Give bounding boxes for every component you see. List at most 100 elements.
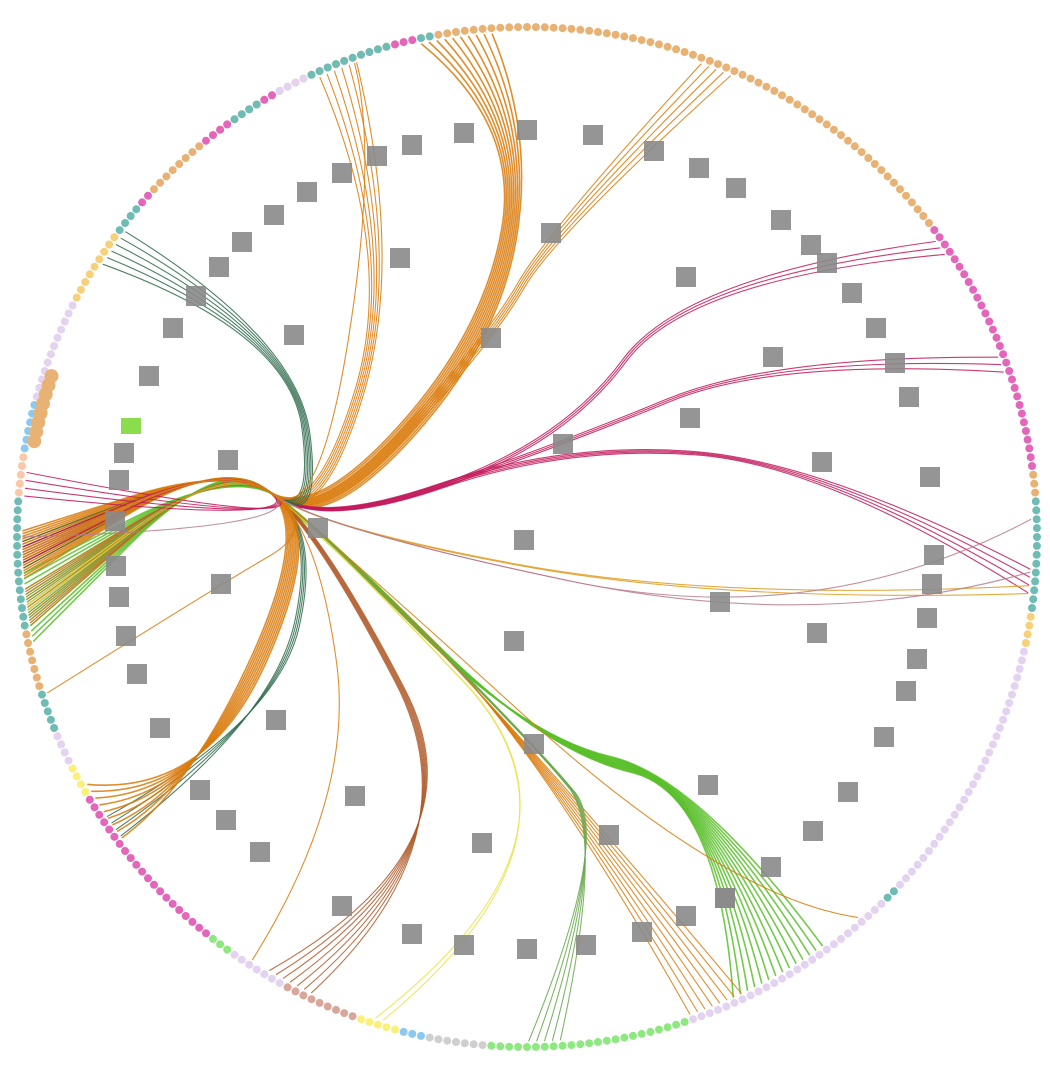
leaf-node[interactable]	[896, 880, 904, 889]
leaf-node[interactable]	[1013, 673, 1022, 682]
leaf-node[interactable]	[877, 899, 886, 908]
leaf-node[interactable]	[291, 987, 300, 996]
leaf-node[interactable]	[770, 86, 779, 95]
internal-node[interactable]	[472, 833, 492, 853]
leaf-node[interactable]	[877, 166, 886, 175]
leaf-node[interactable]	[121, 847, 130, 855]
internal-node[interactable]	[105, 511, 125, 531]
leaf-node[interactable]	[13, 541, 22, 550]
leaf-node[interactable]	[115, 839, 124, 848]
internal-node[interactable]	[553, 434, 573, 454]
leaf-node[interactable]	[85, 795, 94, 804]
internal-node[interactable]	[803, 821, 823, 841]
leaf-node[interactable]	[237, 110, 246, 119]
internal-node[interactable]	[454, 123, 474, 143]
internal-node[interactable]	[676, 267, 696, 287]
internal-node[interactable]	[710, 592, 730, 612]
leaf-node[interactable]	[950, 810, 959, 819]
leaf-node[interactable]	[945, 818, 954, 827]
leaf-node[interactable]	[13, 524, 22, 533]
internal-node[interactable]	[517, 120, 537, 140]
leaf-node[interactable]	[209, 131, 217, 140]
leaf-node[interactable]	[181, 912, 190, 920]
leaf-node[interactable]	[90, 803, 99, 812]
leaf-node[interactable]	[697, 1012, 706, 1021]
leaf-node[interactable]	[985, 748, 994, 757]
leaf-node[interactable]	[195, 142, 204, 151]
leaf-node[interactable]	[13, 506, 22, 515]
internal-node[interactable]	[726, 178, 746, 198]
leaf-node[interactable]	[1010, 682, 1019, 691]
leaf-node[interactable]	[738, 70, 747, 79]
leaf-node[interactable]	[730, 67, 739, 76]
leaf-node[interactable]	[680, 1018, 689, 1026]
leaf-node[interactable]	[417, 34, 425, 43]
leaf-node[interactable]	[844, 136, 852, 145]
leaf-node[interactable]	[452, 1038, 460, 1046]
leaf-node[interactable]	[14, 568, 23, 577]
leaf-node[interactable]	[594, 28, 602, 36]
internal-node[interactable]	[763, 347, 783, 367]
leaf-node[interactable]	[175, 160, 184, 168]
leaf-node[interactable]	[850, 142, 859, 151]
leaf-node[interactable]	[19, 453, 28, 462]
leaf-node[interactable]	[283, 983, 292, 992]
internal-node[interactable]	[390, 248, 410, 268]
leaf-node[interactable]	[1028, 604, 1036, 612]
internal-node[interactable]	[899, 387, 919, 407]
leaf-node[interactable]	[558, 24, 567, 33]
internal-node[interactable]	[907, 649, 927, 669]
leaf-node[interactable]	[105, 240, 114, 249]
leaf-node[interactable]	[434, 30, 443, 39]
leaf-node[interactable]	[800, 960, 809, 969]
leaf-node[interactable]	[1010, 383, 1019, 392]
leaf-node[interactable]	[964, 278, 973, 286]
leaf-node[interactable]	[216, 125, 225, 134]
internal-node[interactable]	[576, 935, 596, 955]
internal-node[interactable]	[332, 896, 352, 916]
leaf-node[interactable]	[1032, 550, 1041, 559]
leaf-node[interactable]	[72, 772, 81, 781]
leaf-node[interactable]	[237, 955, 246, 964]
internal-node[interactable]	[116, 626, 136, 646]
leaf-node[interactable]	[72, 293, 81, 302]
leaf-node[interactable]	[637, 1029, 646, 1038]
leaf-node[interactable]	[935, 233, 944, 242]
internal-node[interactable]	[874, 727, 894, 747]
internal-node[interactable]	[150, 718, 170, 738]
leaf-node[interactable]	[20, 621, 29, 630]
leaf-node[interactable]	[18, 604, 26, 612]
leaf-node[interactable]	[785, 95, 794, 104]
internal-node[interactable]	[524, 734, 544, 754]
internal-node[interactable]	[842, 283, 862, 303]
leaf-node[interactable]	[864, 912, 873, 920]
leaf-node[interactable]	[260, 95, 269, 104]
internal-node[interactable]	[367, 146, 387, 166]
leaf-node[interactable]	[365, 1018, 374, 1026]
leaf-node[interactable]	[496, 1042, 505, 1051]
leaf-node[interactable]	[655, 40, 663, 49]
leaf-node[interactable]	[22, 630, 31, 639]
leaf-node[interactable]	[150, 880, 158, 889]
leaf-node[interactable]	[202, 136, 210, 145]
internal-node[interactable]	[698, 775, 718, 795]
leaf-node[interactable]	[57, 325, 66, 334]
internal-node[interactable]	[771, 210, 791, 230]
internal-node[interactable]	[761, 857, 781, 877]
leaf-node[interactable]	[469, 25, 478, 34]
leaf-node[interactable]	[162, 172, 171, 181]
leaf-node[interactable]	[705, 1009, 714, 1018]
leaf-node[interactable]	[540, 23, 549, 32]
leaf-node[interactable]	[973, 772, 982, 781]
leaf-node[interactable]	[778, 974, 786, 983]
leaf-node[interactable]	[960, 795, 969, 804]
leaf-node[interactable]	[514, 1042, 523, 1051]
leaf-node[interactable]	[523, 23, 531, 31]
leaf-node[interactable]	[1031, 568, 1040, 577]
leaf-node[interactable]	[940, 240, 949, 249]
leaf-node[interactable]	[299, 991, 308, 1000]
leaf-node[interactable]	[629, 1031, 637, 1040]
internal-node[interactable]	[266, 710, 286, 730]
leaf-node[interactable]	[156, 178, 165, 187]
leaf-node[interactable]	[850, 923, 859, 932]
